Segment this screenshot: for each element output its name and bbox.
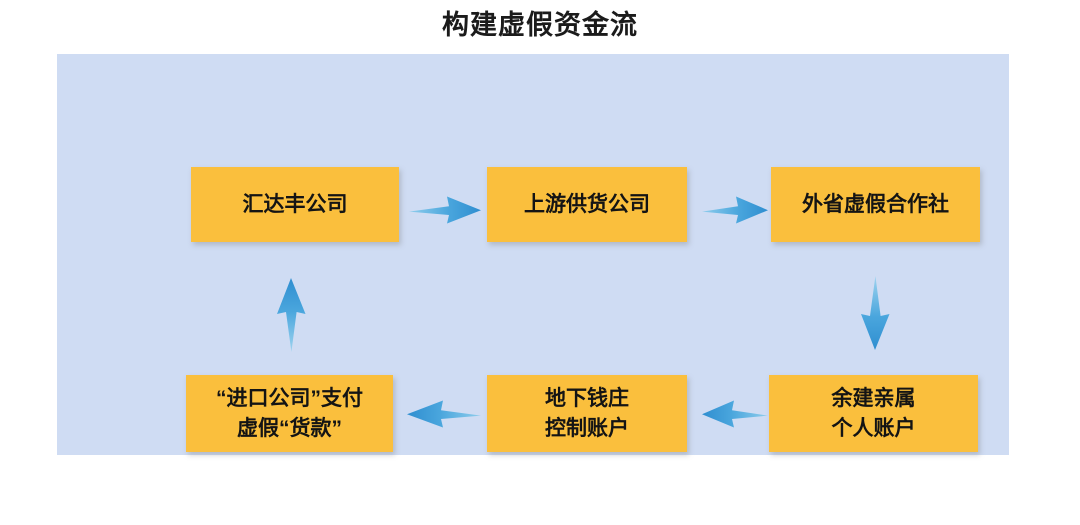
flow-node-import-payment[interactable]: “进口公司”支付 虚假“货款” bbox=[186, 375, 393, 452]
arrow-right-icon bbox=[409, 192, 481, 228]
arrow-left-icon bbox=[407, 396, 481, 432]
diagram-panel: 汇达丰公司 上游供货公司 外省虚假合作社 余建亲属 个人账户 地下钱庄 控制账户… bbox=[57, 54, 1009, 455]
arrow-down-icon bbox=[857, 276, 893, 350]
arrow-left-icon bbox=[702, 396, 768, 432]
arrow-up-icon bbox=[273, 278, 309, 352]
flow-node-relative-account[interactable]: 余建亲属 个人账户 bbox=[769, 375, 978, 452]
arrow-right-icon bbox=[702, 192, 768, 228]
flow-node-huidafeng[interactable]: 汇达丰公司 bbox=[191, 167, 399, 242]
flow-node-underground-bank[interactable]: 地下钱庄 控制账户 bbox=[487, 375, 687, 452]
flow-node-upstream[interactable]: 上游供货公司 bbox=[487, 167, 687, 242]
page-title: 构建虚假资金流 bbox=[442, 10, 638, 40]
flow-node-fake-coop[interactable]: 外省虚假合作社 bbox=[771, 167, 980, 242]
